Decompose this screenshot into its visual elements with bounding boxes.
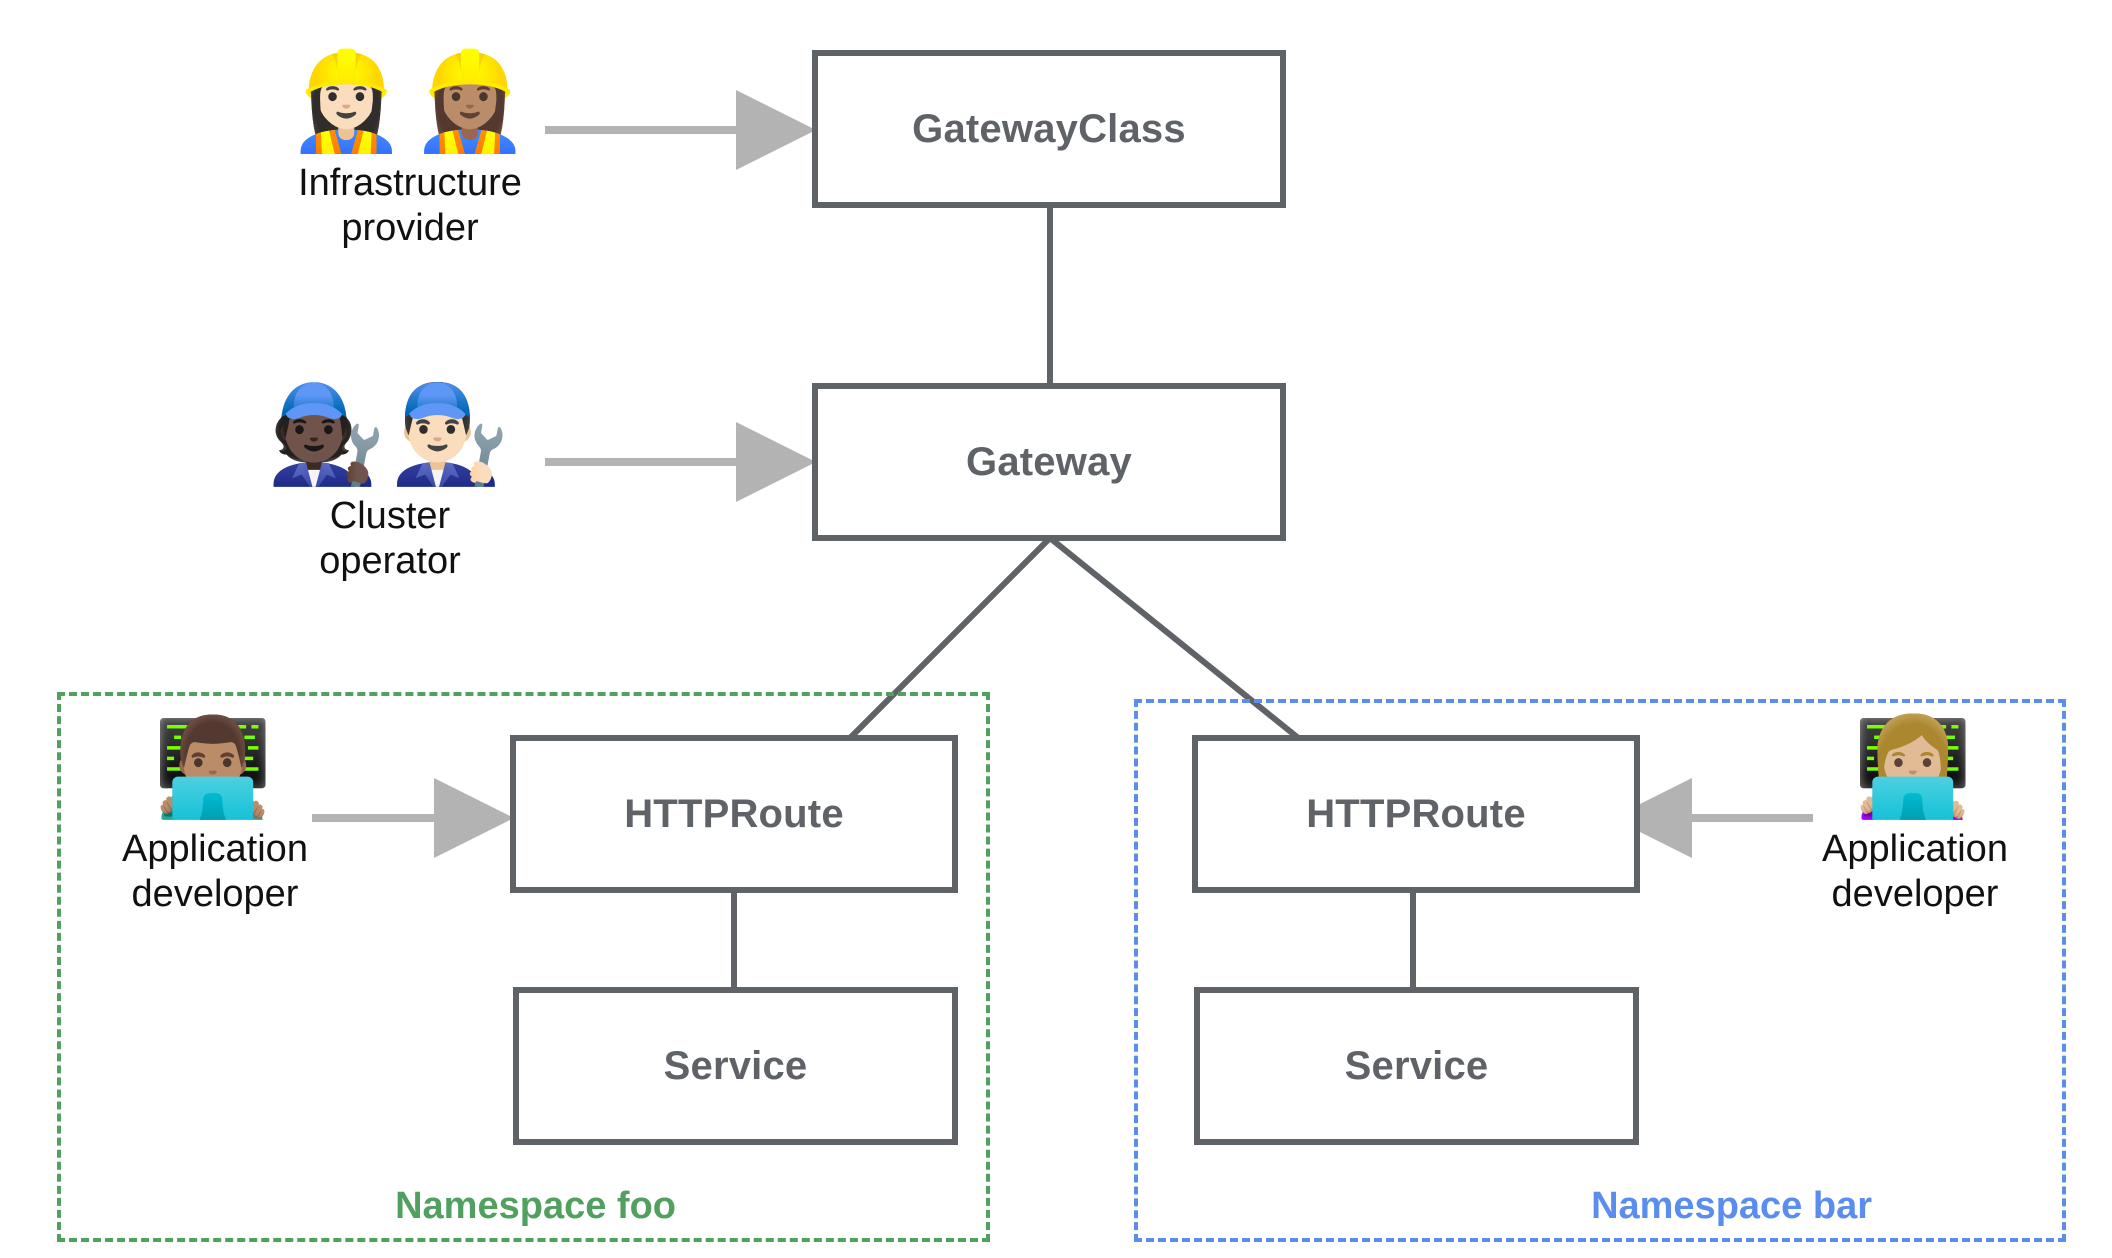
- persona-application-developer-bar-caption: Application developer: [1822, 827, 2008, 915]
- woman-technologist-icon: 👩🏼‍💻: [1853, 714, 1977, 821]
- httproute-bar-label: HTTPRoute: [1306, 791, 1526, 836]
- gatewayclass-box[interactable]: GatewayClass: [812, 50, 1286, 208]
- gateway-box[interactable]: Gateway: [812, 383, 1286, 541]
- service-foo-label: Service: [663, 1043, 808, 1088]
- persona-application-developer-foo-caption: Application developer: [122, 827, 308, 915]
- mechanic-icon: 🧑🏿‍🔧👨🏻‍🔧: [266, 381, 514, 488]
- httproute-foo-box[interactable]: HTTPRoute: [510, 735, 958, 893]
- namespace-foo-container: Namespace foo: [57, 692, 990, 1242]
- persona-application-developer-bar: 👩🏼‍💻 Application developer: [1800, 714, 2030, 916]
- persona-infrastructure-provider: 👷🏻‍♀️👷🏽‍♀️ Infrastructure provider: [270, 48, 550, 250]
- persona-cluster-operator: 🧑🏿‍🔧👨🏻‍🔧 Cluster operator: [250, 381, 530, 583]
- httproute-bar-box[interactable]: HTTPRoute: [1192, 735, 1640, 893]
- man-technologist-icon: 👨🏽‍💻: [153, 714, 277, 821]
- service-bar-box[interactable]: Service: [1194, 987, 1639, 1145]
- persona-cluster-operator-caption: Cluster operator: [319, 494, 461, 582]
- persona-application-developer-foo: 👨🏽‍💻 Application developer: [100, 714, 330, 916]
- service-bar-label: Service: [1344, 1043, 1489, 1088]
- woman-construction-worker-icon: 👷🏻‍♀️👷🏽‍♀️: [286, 48, 534, 155]
- namespace-foo-label: Namespace foo: [395, 1185, 676, 1227]
- service-foo-box[interactable]: Service: [513, 987, 958, 1145]
- gateway-label: Gateway: [966, 439, 1132, 484]
- httproute-foo-label: HTTPRoute: [624, 791, 844, 836]
- persona-infrastructure-provider-caption: Infrastructure provider: [298, 161, 522, 249]
- namespace-bar-label: Namespace bar: [1591, 1185, 1872, 1227]
- gatewayclass-label: GatewayClass: [912, 106, 1186, 151]
- namespace-bar-container: Namespace bar: [1134, 699, 2066, 1242]
